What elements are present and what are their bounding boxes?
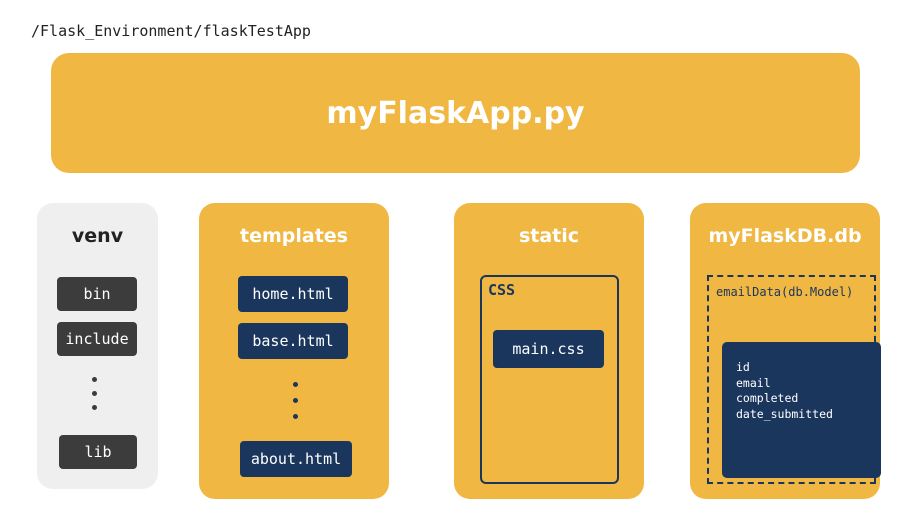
css-folder-label: CSS [488, 281, 516, 299]
templates-title: templates [240, 225, 348, 247]
ellipsis-dot [293, 414, 298, 419]
directory-path: /Flask_Environment/flaskTestApp [31, 22, 311, 40]
ellipsis-dot [92, 377, 97, 382]
venv-item-include: include [57, 322, 137, 356]
venv-item-lib: lib [59, 435, 137, 469]
templates-panel: templates home.html base.html about.html [199, 203, 389, 499]
model-field: completed [736, 391, 799, 405]
database-title: myFlaskDB.db [708, 225, 862, 247]
static-title: static [518, 225, 580, 247]
venv-panel: venv bin include lib [37, 203, 158, 489]
ellipsis-dot [293, 382, 298, 387]
css-folder-box: CSS main.css [480, 275, 619, 484]
ellipsis-dot [92, 391, 97, 396]
template-file-base: base.html [238, 323, 348, 359]
model-dashed-box: emailData(db.Model) id email completed d… [707, 275, 881, 484]
template-file-about: about.html [240, 441, 352, 477]
model-field: date_submitted [736, 406, 833, 421]
css-file-main: main.css [493, 330, 604, 368]
model-label: emailData(db.Model) [716, 285, 854, 299]
database-panel: myFlaskDB.db emailData(db.Model) id emai… [690, 203, 881, 499]
ellipsis-dot [92, 405, 97, 410]
model-fields-box: id email completed date_submitted [722, 342, 881, 478]
venv-title: venv [71, 225, 124, 247]
ellipsis-dot [293, 398, 298, 403]
app-file-title: myFlaskApp.py [326, 95, 585, 131]
model-field: email [736, 375, 771, 390]
app-file-box: myFlaskApp.py [51, 53, 860, 173]
template-file-home: home.html [238, 276, 348, 312]
model-field: id [736, 360, 750, 374]
venv-item-bin: bin [57, 277, 137, 311]
static-panel: static CSS main.css [454, 203, 644, 499]
